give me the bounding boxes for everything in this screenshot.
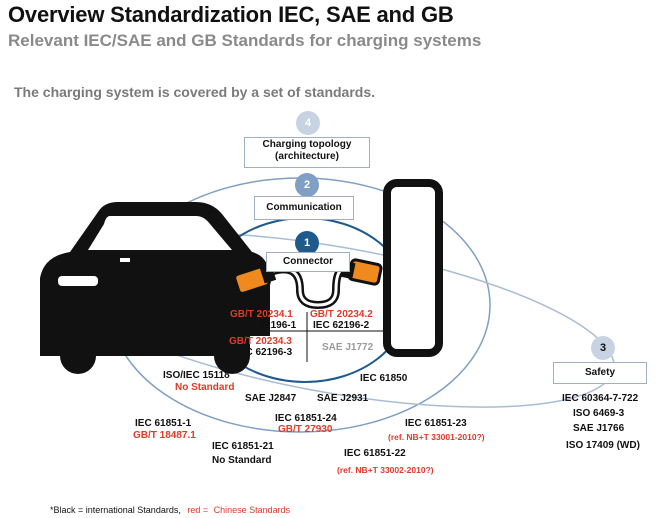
topology-label-box: Charging topology (architecture) [244, 137, 370, 168]
std-iec-61851-23: IEC 61851-23 [405, 418, 467, 429]
std-iso-6469-3: ISO 6469-3 [573, 408, 625, 419]
std-iec-60364-7-722: IEC 60364-7-722 [562, 393, 639, 404]
std-iso-iec-15118: ISO/IEC 15118 [163, 370, 230, 381]
charging-station-icon [383, 179, 443, 357]
legend-footnote: *Black = international Standards, red = … [50, 505, 290, 515]
std-iec-62196-2: IEC 62196-2 [313, 320, 370, 331]
legend-black-note: *Black = international Standards, [50, 505, 181, 515]
car-headlight [58, 276, 98, 286]
charging-cable-icon [268, 264, 354, 310]
badge-2: 2 [295, 173, 319, 197]
std-gbt-18487-1: GB/T 18487.1 [133, 430, 196, 441]
safety-label-box: Safety [553, 362, 647, 384]
std-iec-61851-21: IEC 61851-21 [212, 441, 274, 452]
std-ref-nb-33001: (ref. NB+T 33001-2010?) [388, 432, 485, 442]
std-gbt-20234-2: GB/T 20234.2 [310, 309, 373, 320]
legend-red-note: Chinese Standards [213, 505, 291, 515]
std-iec-61851-24: IEC 61851-24 [275, 413, 337, 424]
badge-4: 4 [296, 111, 320, 135]
std-iec-61851-22: IEC 61851-22 [344, 448, 406, 459]
badge-1: 1 [295, 231, 319, 255]
std-iec-62196-3: IEC 62196-3 [236, 347, 293, 358]
communication-label: Communication [266, 202, 342, 213]
page-subtitle: Relevant IEC/SAE and GB Standards for ch… [8, 31, 482, 50]
std-sae-j1766: SAE J1766 [573, 423, 625, 434]
badge-3: 3 [591, 336, 615, 360]
topology-label-line1: Charging topology [262, 139, 352, 150]
intro-text: The charging system is covered by a set … [14, 84, 376, 100]
communication-label-box: Communication [254, 196, 354, 220]
std-sae-j1772: SAE J1772 [322, 342, 374, 353]
std-gbt-20234-1: GB/T 20234.1 [230, 309, 293, 320]
connector-label-box: Connector [266, 252, 350, 272]
std-sae-j2847: SAE J2847 [245, 393, 297, 404]
safety-label: Safety [584, 367, 615, 378]
connector-label: Connector [283, 256, 333, 267]
std-no-standard-2: No Standard [212, 455, 272, 466]
std-iec-61851-1: IEC 61851-1 [135, 418, 192, 429]
station-plug-icon [340, 258, 383, 286]
std-iso-17409: ISO 17409 (WD) [566, 440, 640, 451]
std-sae-j2931: SAE J2931 [317, 393, 369, 404]
std-iec-62196-1: IEC 62196-1 [240, 320, 297, 331]
topology-label-line2: (architecture) [275, 151, 339, 162]
car-window [88, 216, 232, 250]
std-iec-61850: IEC 61850 [360, 373, 408, 384]
car-handle [120, 258, 130, 262]
std-gbt-20234-3: GB/T 20234.3 [229, 336, 292, 347]
std-no-standard-1: No Standard [175, 382, 235, 393]
std-gbt-27930: GB/T 27930 [278, 424, 333, 435]
legend-red-prefix: red = [187, 505, 211, 515]
page-title: Overview Standardization IEC, SAE and GB [8, 2, 454, 27]
std-ref-nb-33002: (ref. NB+T 33002-2010?) [337, 465, 434, 475]
